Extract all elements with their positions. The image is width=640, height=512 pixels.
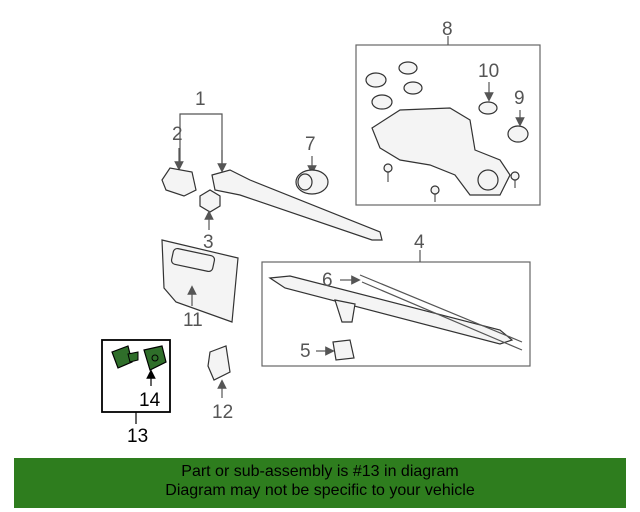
- callout-9: 9: [514, 88, 525, 109]
- pivot-grommet-group: 7: [295, 134, 329, 195]
- bolt-part: [430, 185, 440, 195]
- callout-1: 1: [195, 89, 206, 110]
- callout-10: 10: [478, 61, 499, 82]
- wiper-blade: [268, 275, 514, 345]
- grommet-part: [365, 72, 387, 88]
- blade-box: [261, 261, 531, 367]
- grommet-part: [371, 94, 393, 110]
- callout-8: 8: [442, 19, 453, 40]
- wiper-motor: [371, 107, 511, 196]
- nozzle-tip: [127, 351, 139, 363]
- cover-clip: [207, 345, 231, 381]
- callout-3: 3: [203, 232, 214, 253]
- wiper-arm: [211, 169, 383, 241]
- highlight-group-13: 14 13: [101, 339, 171, 447]
- grommet-part: [403, 81, 423, 95]
- nozzle-cap: [143, 345, 167, 371]
- callout-4: 4: [414, 232, 425, 253]
- garnish-group: 11: [161, 239, 239, 331]
- grommet-part: [398, 61, 418, 75]
- blade-clip: [332, 339, 355, 361]
- wiper-arm-group: 1 2 3: [161, 89, 383, 253]
- callout-12: 12: [212, 402, 233, 423]
- blade-adapter: [334, 299, 356, 323]
- motor-cap: [477, 169, 499, 191]
- callout-14: 14: [139, 390, 161, 411]
- grommet-part: [478, 101, 498, 115]
- grommet-part: [507, 125, 529, 143]
- banner-line-1: Part or sub-assembly is #13 in diagram: [181, 463, 459, 480]
- callout-13: 13: [127, 426, 148, 447]
- parts-diagram: 8 10 9 1 2 3: [101, 19, 541, 447]
- wiper-motor-group: 8 10 9: [355, 19, 541, 206]
- pivot-grommet-hole: [297, 173, 313, 191]
- arm-cap: [161, 167, 197, 197]
- callout-7: 7: [305, 134, 316, 155]
- callout-6: 6: [322, 270, 333, 291]
- clip-group: 12: [207, 345, 233, 423]
- bolt-part: [383, 163, 393, 173]
- wiper-blade-group: 4 6 5: [261, 232, 531, 367]
- arm-nut: [199, 189, 221, 213]
- callout-5: 5: [300, 341, 311, 362]
- garnish-window: [170, 247, 216, 273]
- bolt-part: [510, 171, 520, 181]
- callout-11: 11: [183, 310, 203, 331]
- nozzle-hole: [151, 354, 159, 362]
- info-banner: Part or sub-assembly is #13 in diagram D…: [14, 458, 626, 508]
- banner-line-2: Diagram may not be specific to your vehi…: [165, 482, 475, 499]
- callout-2: 2: [172, 124, 183, 145]
